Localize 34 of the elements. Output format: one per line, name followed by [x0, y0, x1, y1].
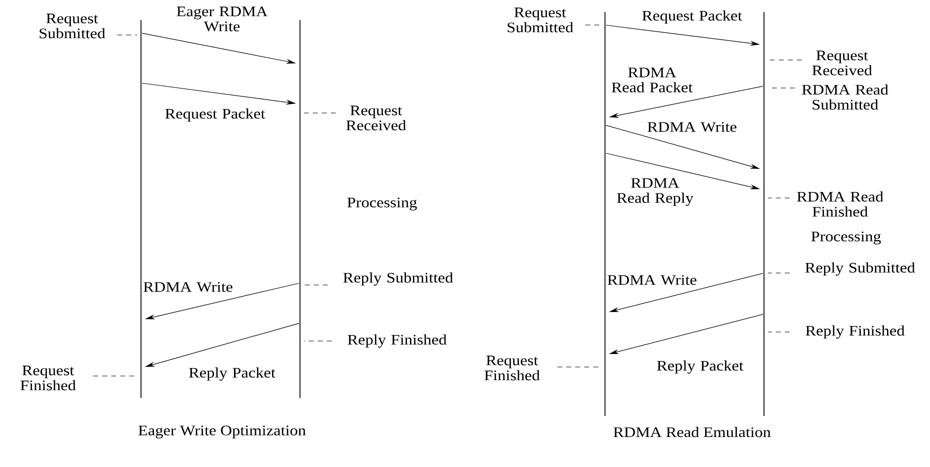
edge-label: Request Packet — [642, 10, 742, 24]
leader-line — [304, 340, 332, 342]
event-label: Request Submitted — [508, 8, 574, 32]
edge-label: RDMA Write — [608, 275, 696, 285]
diagram-caption: Eager Write Optimization — [138, 426, 306, 438]
phase-label: Processing — [347, 198, 417, 210]
edge-label: Reply Packet — [189, 367, 276, 381]
event-label: RDMA Read Submitted — [802, 84, 888, 110]
edge-label: Reply Packet — [657, 360, 744, 374]
edge-label: RDMA Read Packet — [612, 68, 693, 92]
event-label: Request Submitted — [40, 14, 106, 38]
edge-label: Eager RDMA Write — [176, 6, 268, 32]
edge-label: RDMA Read Reply — [616, 178, 694, 206]
event-label: RDMA Read Finished — [797, 191, 884, 217]
edge-label: RDMA Write — [648, 122, 736, 132]
event-label: Reply Finished — [806, 325, 905, 339]
event-label: Reply Finished — [348, 334, 447, 348]
lifeline — [604, 12, 606, 416]
diagram-caption: RDMA Read Emulation — [614, 426, 771, 438]
event-label: Request Received — [346, 106, 406, 130]
lifeline — [140, 20, 142, 398]
leader-line — [304, 112, 336, 114]
leader-line — [116, 34, 138, 36]
event-label: Reply Submitted — [343, 272, 453, 286]
leader-line — [768, 272, 790, 274]
event-label: Request Finished — [484, 356, 540, 380]
event-label: Request Received — [812, 50, 872, 76]
phase-label: Processing — [811, 232, 881, 244]
leader-line — [584, 24, 602, 26]
event-label: Reply Submitted — [805, 262, 915, 276]
edge-label: RDMA Write — [144, 282, 232, 292]
leader-line — [304, 284, 328, 286]
edge-label: Request Packet — [165, 108, 266, 122]
event-label: Request Finished — [20, 366, 76, 390]
